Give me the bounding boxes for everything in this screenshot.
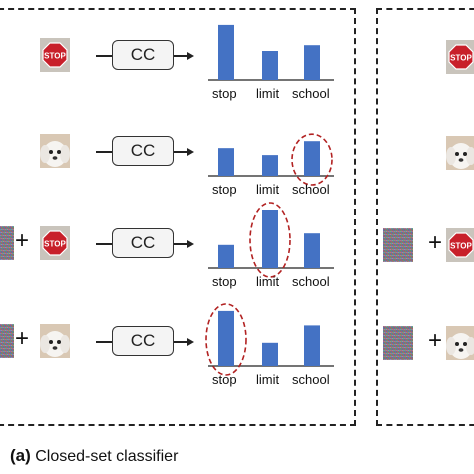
bar-limit <box>262 51 278 80</box>
bar-limit <box>262 155 278 176</box>
category-label-stop: stop <box>212 274 237 289</box>
bar-chart <box>0 120 474 220</box>
bar-stop <box>218 311 234 366</box>
category-label-limit: limit <box>256 86 279 101</box>
category-label-stop: stop <box>212 86 237 101</box>
bar-stop <box>218 25 234 80</box>
figure-caption: (a) Closed-set classifier <box>10 446 178 466</box>
category-label-limit: limit <box>256 372 279 387</box>
bar-limit <box>262 343 278 366</box>
category-label-school: school <box>292 372 330 387</box>
bar-chart <box>0 30 474 130</box>
bar-stop <box>218 148 234 176</box>
bar-school <box>304 233 320 268</box>
category-label-limit: limit <box>256 274 279 289</box>
bar-school <box>304 45 320 80</box>
category-label-school: school <box>292 182 330 197</box>
category-label-school: school <box>292 86 330 101</box>
category-label-school: school <box>292 274 330 289</box>
category-label-limit: limit <box>256 182 279 197</box>
category-label-stop: stop <box>212 372 237 387</box>
bar-school <box>304 325 320 366</box>
category-label-stop: stop <box>212 182 237 197</box>
bar-chart <box>0 308 474 408</box>
bar-chart <box>0 210 474 310</box>
bar-limit <box>262 210 278 268</box>
bar-school <box>304 141 320 176</box>
bar-stop <box>218 245 234 268</box>
